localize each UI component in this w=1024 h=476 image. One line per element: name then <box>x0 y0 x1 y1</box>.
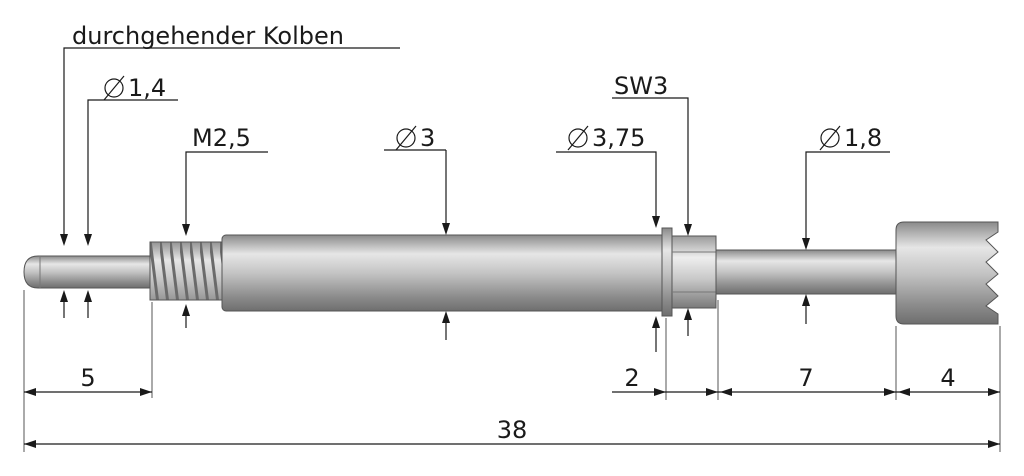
diameter-symbols <box>103 75 841 151</box>
extension-lines <box>23 290 1001 452</box>
diameter-icon <box>567 125 589 151</box>
dim-5: 5 <box>80 364 95 392</box>
labels: durchgehender Kolben 1,4 M2,5 3 3,75 SW3… <box>72 22 956 444</box>
diameter-icon <box>395 125 417 151</box>
label-piston: durchgehender Kolben <box>72 22 344 50</box>
dim-4: 4 <box>940 364 955 392</box>
body-tube <box>221 234 667 312</box>
label-d-tip: 1,4 <box>128 74 166 102</box>
diameter-icon <box>819 125 841 151</box>
collar <box>661 227 673 317</box>
probe-part <box>23 221 999 325</box>
label-thread: M2,5 <box>192 124 251 152</box>
leader-lines <box>60 47 890 352</box>
crown-head <box>895 221 999 325</box>
tip-pin <box>23 255 151 289</box>
label-d-collar: 3,75 <box>592 124 645 152</box>
dim-7: 7 <box>798 364 813 392</box>
label-wrench: SW3 <box>614 72 668 100</box>
dim-38: 38 <box>497 416 528 444</box>
label-d-plunger: 1,8 <box>844 124 882 152</box>
dimension-lines <box>24 388 1000 448</box>
diameter-icon <box>103 75 125 101</box>
thread-section <box>149 241 223 301</box>
dim-2: 2 <box>624 364 639 392</box>
plunger-shaft <box>715 249 897 295</box>
label-d-body: 3 <box>420 124 435 152</box>
hex-wrench-flat <box>671 235 717 309</box>
